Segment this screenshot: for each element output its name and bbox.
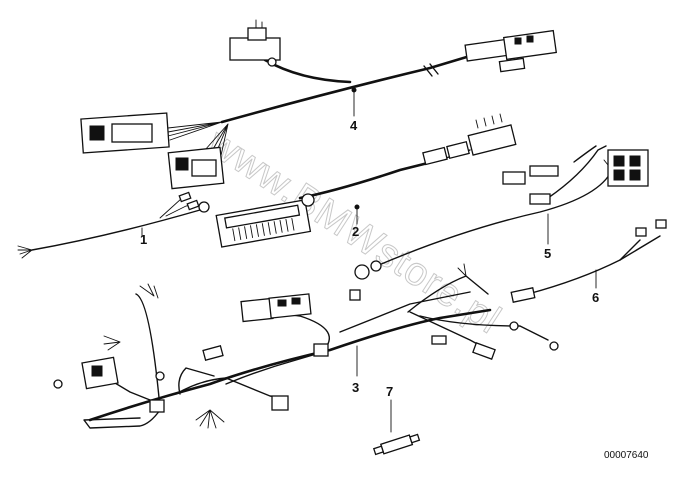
callout-2: 2 xyxy=(352,224,359,239)
harness-5[interactable] xyxy=(349,145,649,301)
harness-2[interactable] xyxy=(215,113,517,248)
harness-6[interactable] xyxy=(510,219,667,303)
callout-3: 3 xyxy=(352,380,359,395)
callout-4: 4 xyxy=(350,118,358,133)
harness-1[interactable] xyxy=(17,191,210,259)
harness-3[interactable] xyxy=(53,263,559,429)
callout-1: 1 xyxy=(140,232,147,247)
callout-5: 5 xyxy=(544,246,551,261)
harness-4[interactable] xyxy=(80,19,558,190)
callout-6: 6 xyxy=(592,290,599,305)
document-number: 00007640 xyxy=(604,450,649,461)
fuse-7[interactable] xyxy=(372,399,421,456)
callout-7: 7 xyxy=(386,384,393,399)
